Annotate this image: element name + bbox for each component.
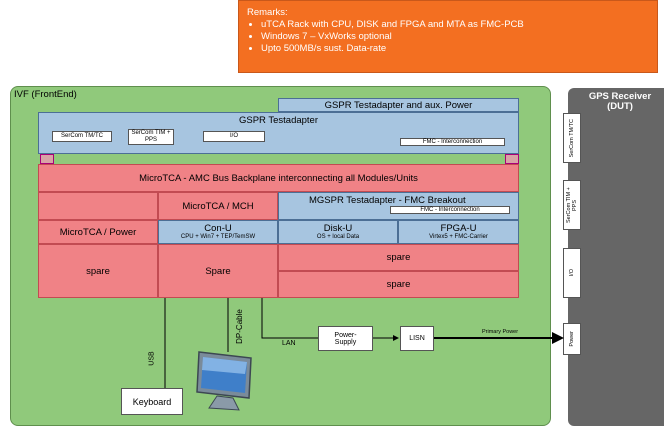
ivf-title: IVF (FrontEnd)	[14, 89, 77, 100]
connector-right	[505, 154, 519, 164]
dp-cable-label: DP-Cable	[234, 309, 244, 344]
monitor-icon	[196, 351, 252, 411]
fpga-u: FPGA-U Virtex5 + FMC-Carrier	[398, 220, 519, 244]
spare-left: spare	[38, 244, 158, 298]
lan-line	[261, 298, 318, 339]
gps-receiver-title: GPS Receiver (DUT)	[580, 92, 660, 112]
gspr-port-sercom-tmtc: SerCom TM/TC	[52, 131, 112, 142]
keyboard-box: Keyboard	[121, 388, 183, 415]
power-supply-line1: Power-	[334, 331, 357, 339]
con-u-title: Con-U	[204, 223, 232, 234]
gspr-testadapter: GSPR Testadapter	[38, 112, 519, 154]
mgspr-title: MGSPR Testadapter - FMC Breakout	[309, 195, 466, 206]
fpga-u-sub: Virtex5 + FMC-Carrier	[429, 234, 488, 240]
gspr-aux-power: GSPR Testadapter and aux. Power	[278, 98, 519, 112]
disk-u-title: Disk-U	[323, 223, 353, 234]
con-u: Con-U CPU + Win7 + TEP/TemSW	[158, 220, 278, 244]
con-u-sub: CPU + Win7 + TEP/TemSW	[180, 234, 256, 240]
fpga-u-title: FPGA-U	[440, 223, 477, 234]
microtca-power: MicroTCA / Power	[38, 220, 158, 244]
spare-right-top: spare	[278, 244, 519, 271]
disk-u-sub: OS + local Data	[316, 234, 360, 240]
gspr-port-fmc: FMC - Interconnection	[400, 138, 505, 146]
gspr-port-io: I/O	[203, 131, 265, 142]
gps-port-io: I/O	[563, 248, 581, 298]
gps-title-line2: (DUT)	[607, 101, 633, 112]
remarks-title: Remarks:	[247, 7, 288, 18]
remarks-item: Upto 500MB/s sust. Data-rate	[261, 43, 649, 55]
lisn-box: LISN	[400, 326, 434, 351]
amc-backplane: MicroTCA - AMC Bus Backplane interconnec…	[38, 164, 519, 192]
remarks-box: Remarks: uTCA Rack with CPU, DISK and FP…	[238, 0, 658, 73]
power-supply-box: Power- Supply	[318, 326, 373, 351]
disk-u: Disk-U OS + local Data	[278, 220, 398, 244]
usb-label: USB	[148, 351, 156, 366]
remarks-item: Windows 7 – VxWorks optional	[261, 31, 649, 43]
gps-receiver-panel	[568, 88, 664, 426]
mgspr-fmc: FMC - Interconnection	[390, 206, 510, 214]
lan-label: LAN	[282, 340, 296, 347]
gps-port-sercom-tmtc: SerCom TM/TC	[563, 113, 581, 163]
primary-power-label: Primary Power	[482, 329, 519, 335]
spare-right-bottom: spare	[278, 271, 519, 298]
power-supply-line2: Supply	[334, 338, 357, 346]
connector-left	[40, 154, 54, 164]
gps-port-sercom-tim: SerCom TIM + PPS	[563, 180, 581, 230]
remarks-list: uTCA Rack with CPU, DISK and FPGA and MT…	[247, 19, 649, 55]
gps-title-line1: GPS Receiver	[588, 91, 652, 102]
spare-middle: Spare	[158, 244, 278, 298]
remarks-item: uTCA Rack with CPU, DISK and FPGA and MT…	[261, 19, 649, 31]
filler-red	[38, 192, 158, 220]
gspr-title: GSPR Testadapter	[238, 115, 319, 126]
mch-unit: MicroTCA / MCH	[158, 192, 278, 220]
gspr-port-sercom-tim: SerCom TIM + PPS	[128, 129, 174, 145]
